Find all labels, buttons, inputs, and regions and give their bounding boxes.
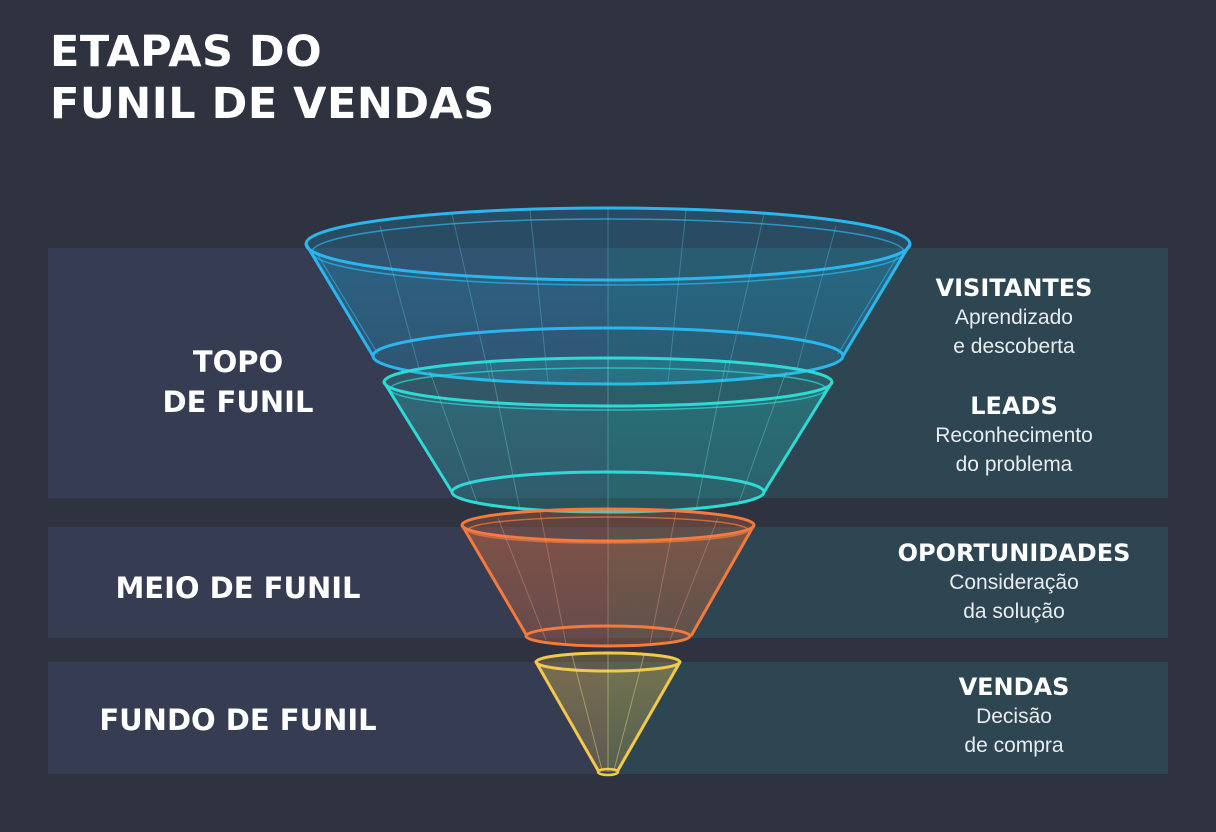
title-line-2: FUNIL DE VENDAS xyxy=(50,79,495,129)
funnel-level-leads xyxy=(382,356,834,514)
level-desc-oportunidades: OPORTUNIDADES Consideração da solução xyxy=(869,538,1159,626)
title-line-1: ETAPAS DO xyxy=(50,27,323,77)
level-sub-line-1: Aprendizado xyxy=(955,306,1073,329)
funnel-level-oportunidades xyxy=(460,507,756,648)
funnel-level-visitantes xyxy=(304,206,912,386)
level-sub-line-2: da solução xyxy=(963,600,1065,623)
level-sub-line-1: Reconhecimento xyxy=(935,424,1093,447)
level-sub-line-2: e descoberta xyxy=(953,335,1075,358)
band-bottom-left xyxy=(48,662,608,774)
level-sub-line-1: Consideração xyxy=(949,571,1079,594)
stage-label-fundo: FUNDO DE FUNIL xyxy=(99,703,377,737)
funnel-level-vendas xyxy=(534,651,682,777)
level-desc-leads: LEADS Reconhecimento do problema xyxy=(869,391,1159,479)
level-sub-line-1: Decisão xyxy=(976,705,1052,728)
level-sub-line-2: do problema xyxy=(955,453,1073,476)
level-heading: VENDAS xyxy=(958,673,1070,701)
stage-label-topo: TOPO DE FUNIL xyxy=(128,342,348,422)
level-heading: VISITANTES xyxy=(935,274,1093,302)
page-title: ETAPAS DO FUNIL DE VENDAS xyxy=(50,26,495,130)
level-heading: LEADS xyxy=(970,392,1058,420)
stage-label-meio: MEIO DE FUNIL xyxy=(115,571,361,605)
level-desc-visitantes: VISITANTES Aprendizado e descoberta xyxy=(869,273,1159,361)
stage-topo-line-2: DE FUNIL xyxy=(162,385,314,419)
stage-topo-line-1: TOPO xyxy=(192,345,284,379)
level-heading: OPORTUNIDADES xyxy=(897,539,1131,567)
level-sub-line-2: de compra xyxy=(964,734,1064,757)
band-bottom-right xyxy=(608,662,1168,774)
level-desc-vendas: VENDAS Decisão de compra xyxy=(869,672,1159,760)
